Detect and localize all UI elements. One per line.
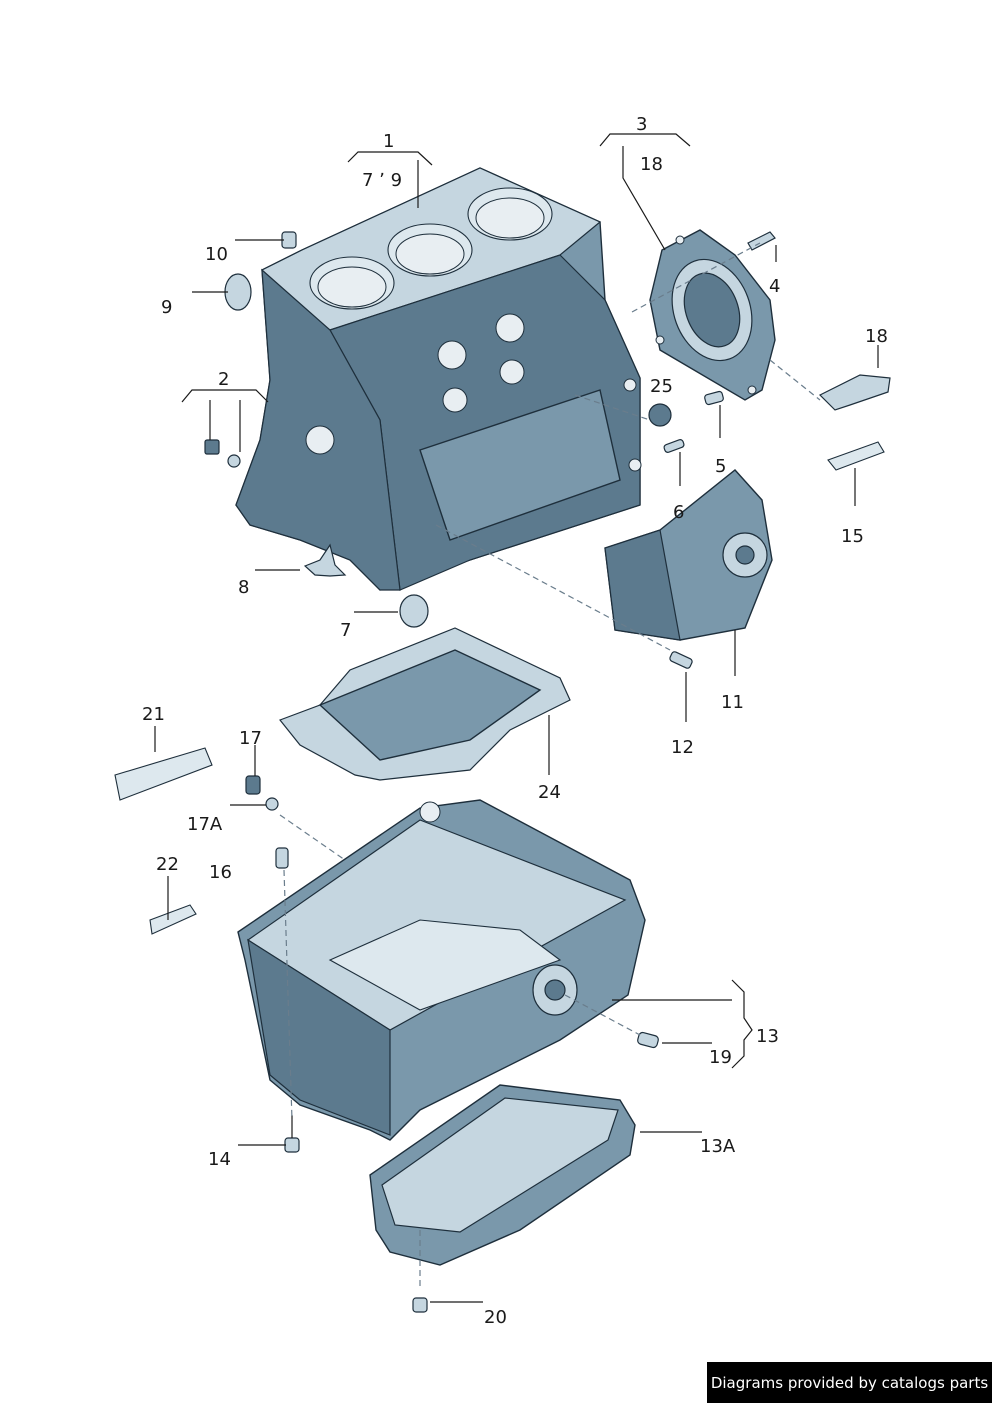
label-part-3: 3 xyxy=(636,114,647,135)
label-part-25: 25 xyxy=(650,376,673,397)
label-part-17: 17 xyxy=(239,728,262,749)
label-part-14: 14 xyxy=(208,1149,231,1170)
lower-oil-pan xyxy=(369,1084,636,1266)
credit-banner: Diagrams provided by catalogs parts xyxy=(707,1362,992,1403)
label-part-7-9: 7 ʼ 9 xyxy=(362,170,402,191)
label-part-4: 4 xyxy=(769,276,780,297)
label-part-6: 6 xyxy=(673,502,684,523)
label-part-2: 2 xyxy=(218,369,229,390)
seal-flange xyxy=(649,229,776,401)
part-labels: 1 7 ʼ 9 3 18 10 9 4 18 2 25 5 6 15 8 7 1… xyxy=(142,114,888,1328)
label-part-5: 5 xyxy=(715,456,726,477)
label-part-20: 20 xyxy=(484,1307,507,1328)
label-part-8: 8 xyxy=(238,577,249,598)
label-part-18-top: 18 xyxy=(640,154,663,175)
label-part-9: 9 xyxy=(161,297,172,318)
label-part-24: 24 xyxy=(538,782,561,803)
label-part-18-right: 18 xyxy=(865,326,888,347)
engine-block xyxy=(235,167,642,591)
credit-text: Diagrams provided by catalogs parts xyxy=(710,1373,989,1392)
label-part-13: 13 xyxy=(756,1026,779,1047)
oil-sump xyxy=(237,799,646,1141)
baffle-plate xyxy=(279,627,571,781)
label-part-12: 12 xyxy=(671,737,694,758)
side-cover xyxy=(604,469,773,641)
label-part-1: 1 xyxy=(383,131,394,152)
label-part-16: 16 xyxy=(209,862,232,883)
alignment-lines xyxy=(279,242,821,1290)
label-part-21: 21 xyxy=(142,704,165,725)
label-part-17a: 17A xyxy=(187,814,223,835)
label-part-11: 11 xyxy=(721,692,744,713)
label-part-19: 19 xyxy=(709,1047,732,1068)
small-parts xyxy=(114,231,891,1313)
label-part-7: 7 xyxy=(340,620,351,641)
label-part-10: 10 xyxy=(205,244,228,265)
label-part-15: 15 xyxy=(841,526,864,547)
label-part-13a: 13A xyxy=(700,1136,736,1157)
leader-lines xyxy=(154,133,879,1303)
label-part-22: 22 xyxy=(156,854,179,875)
